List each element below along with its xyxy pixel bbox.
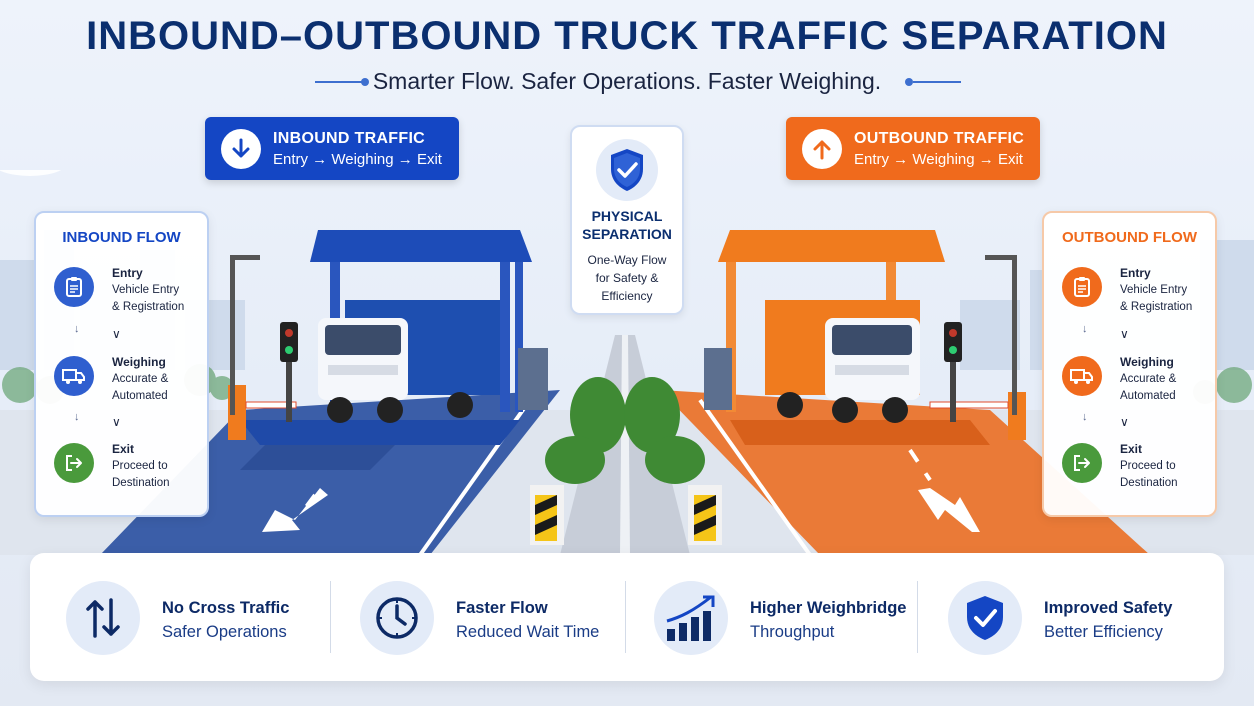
inbound-traffic-label: INBOUND TRAFFIC Entry → Weighing → Exit xyxy=(205,117,459,180)
benefit-divider xyxy=(330,581,331,653)
physical-separation-card: PHYSICAL SEPARATION One-Way Flow for Saf… xyxy=(570,125,684,315)
arrow-up-icon xyxy=(802,128,842,169)
outbound-traffic-route: Entry → Weighing → Exit xyxy=(854,150,1023,168)
subtitle-line-right xyxy=(913,81,961,83)
median-hedge xyxy=(545,377,705,484)
outbound-boom-barrier xyxy=(929,255,1026,440)
chevron-down-icon: ∨ xyxy=(112,415,121,429)
benefit-divider xyxy=(917,581,918,653)
benefits-bar: No Cross Traffic Safer Operations Faster… xyxy=(30,553,1224,681)
subtitle-line-left xyxy=(315,81,363,83)
exit-icon xyxy=(1062,443,1102,483)
arrow-down-icon xyxy=(221,128,261,169)
benefit-no-cross-traffic: No Cross Traffic Safer Operations xyxy=(30,553,320,681)
clouds xyxy=(0,170,62,176)
inbound-step-exit: Exit Proceed to Destination xyxy=(52,441,202,501)
inbound-traffic-title: INBOUND TRAFFIC xyxy=(273,129,426,147)
outbound-booth xyxy=(704,348,732,410)
benefit-faster-flow: Faster Flow Reduced Wait Time xyxy=(324,553,614,681)
shield-check-icon xyxy=(948,581,1022,655)
truck-icon xyxy=(1062,356,1102,396)
outbound-step-entry: Entry Vehicle Entry & Registration xyxy=(1060,265,1210,325)
inbound-step-weighing: Weighing Accurate & Automated xyxy=(52,354,202,414)
page-title: INBOUND–OUTBOUND TRUCK TRAFFIC SEPARATIO… xyxy=(86,14,1168,58)
down-arrow-icon: ↓ xyxy=(74,411,80,423)
chevron-down-icon: ∨ xyxy=(1120,327,1129,341)
subtitle-dot-right xyxy=(905,78,913,86)
down-arrow-icon: ↓ xyxy=(1082,411,1088,423)
chevron-down-icon: ∨ xyxy=(1120,415,1129,429)
outbound-step-exit: Exit Proceed to Destination xyxy=(1060,441,1210,501)
growth-chart-icon xyxy=(654,581,728,655)
inbound-flow-title: INBOUND FLOW xyxy=(62,229,181,246)
inbound-step-entry: Entry Vehicle Entry & Registration xyxy=(52,265,202,325)
benefit-higher-throughput: Higher Weighbridge Throughput xyxy=(618,553,908,681)
inbound-traffic-route: Entry → Weighing → Exit xyxy=(273,150,442,168)
outbound-traffic-label: OUTBOUND TRAFFIC Entry → Weighing → Exit xyxy=(786,117,1040,180)
benefit-divider xyxy=(625,581,626,653)
hazard-barriers xyxy=(530,485,722,545)
truck-icon xyxy=(54,356,94,396)
outbound-step-weighing: Weighing Accurate & Automated xyxy=(1060,354,1210,414)
outbound-traffic-title: OUTBOUND TRAFFIC xyxy=(854,129,1025,147)
inbound-booth xyxy=(518,348,548,410)
down-arrow-icon: ↓ xyxy=(74,323,80,335)
chevron-down-icon: ∨ xyxy=(112,327,121,341)
clipboard-icon xyxy=(1062,267,1102,307)
inbound-truck xyxy=(318,300,500,423)
page-subtitle: Smarter Flow. Safer Operations. Faster W… xyxy=(372,68,882,94)
outbound-lane-arrow xyxy=(918,488,980,532)
two-way-arrows-icon xyxy=(66,581,140,655)
subtitle-dot-left xyxy=(361,78,369,86)
outbound-flow-title: OUTBOUND FLOW xyxy=(1062,229,1197,246)
outbound-flow-panel: OUTBOUND FLOW Entry Vehicle Entry & Regi… xyxy=(1042,211,1217,517)
inbound-lane-arrow xyxy=(262,488,328,532)
separation-description: One-Way Flow for Safety & Efficiency xyxy=(587,253,667,303)
separation-title: PHYSICAL SEPARATION xyxy=(582,208,672,242)
down-arrow-icon: ↓ xyxy=(1082,323,1088,335)
shield-check-icon xyxy=(596,139,658,201)
benefit-improved-safety: Improved Safety Better Efficiency xyxy=(912,553,1202,681)
clock-icon xyxy=(360,581,434,655)
exit-icon xyxy=(54,443,94,483)
inbound-boom-barrier xyxy=(228,255,298,440)
outbound-truck xyxy=(765,300,920,423)
clipboard-icon xyxy=(54,267,94,307)
inbound-flow-panel: INBOUND FLOW Entry Vehicle Entry & Regis… xyxy=(34,211,209,517)
